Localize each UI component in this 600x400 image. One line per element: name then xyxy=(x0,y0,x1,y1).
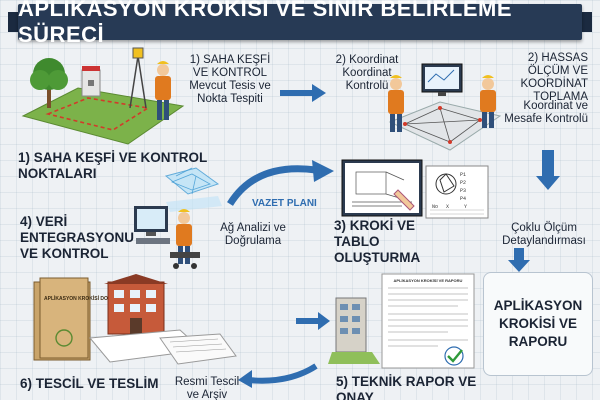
step6-title: 6) TESCİL VE TESLİM xyxy=(20,376,159,391)
arrow-icon xyxy=(536,150,560,190)
step1-note: 1) SAHA KEŞFİ VE KONTROL Mevcut Tesis ve… xyxy=(189,54,271,105)
step4-banner: VAZET PLANI xyxy=(252,198,317,209)
table-header-cell: X xyxy=(446,204,449,210)
multi-measure-note: Çoklu Ölçüm Detaylandırması xyxy=(502,222,586,247)
drafting-illustration: P1 P2 P3 P4 No X Y xyxy=(341,159,489,219)
point-label: P1 xyxy=(460,172,466,178)
arrow-icon xyxy=(238,363,318,388)
step5-title: 5) TEKNİK RAPOR VE ONAY xyxy=(336,374,477,400)
technical-report-illustration: APLİKASYON KROKİSİ VE RAPORU xyxy=(328,273,475,369)
arrow-icon xyxy=(508,248,530,272)
point-label: P3 xyxy=(460,188,466,194)
step2-title: 2) HASSAS ÖLÇÜM VE KOORDİNAT TOPLAMA xyxy=(520,52,588,103)
data-integration-illustration xyxy=(134,167,222,269)
arrow-icon xyxy=(296,312,330,330)
table-header-cell: No xyxy=(432,204,438,210)
point-label: P2 xyxy=(460,180,466,186)
folder-label: APLİKASYON KROKİSİ DOSYASI xyxy=(44,295,123,302)
step4-note: Ağ Analizi ve Doğrulama xyxy=(220,222,286,247)
point-label: P4 xyxy=(460,196,466,202)
arrow-icon xyxy=(280,84,326,102)
step4-title: 4) VERİ ENTEGRASYONU VE KONTROL xyxy=(20,214,135,261)
page-title: APLİKASYON KROKİSİ VE SINIR BELİRLEME SÜ… xyxy=(8,0,592,47)
precision-measurement-illustration xyxy=(388,63,502,151)
step2-note: Koordinat ve Mesafe Kontrolü xyxy=(504,100,588,125)
registry-delivery-illustration: APLİKASYON KROKİSİ DOSYASI xyxy=(33,274,237,365)
table-header-cell: Y xyxy=(464,204,467,210)
step6-note: Resmi Tescil ve Arşiv xyxy=(174,376,240,400)
document-title: APLİKASYON KROKİSİ VE RAPORU xyxy=(394,278,463,283)
step1-title: 1) SAHA KEŞFİ VE KONTROL NOKTALARI xyxy=(18,150,208,181)
field-survey-illustration xyxy=(21,47,185,145)
step2-side-note: 2) Koordinat Koordinat Kontrolü xyxy=(335,54,399,92)
arrow-icon xyxy=(227,160,334,206)
step3-title: 3) KROKİ VE TABLO OLUŞTURMA xyxy=(334,218,421,265)
result-box: APLİKASYON KROKİSİ VE RAPORU xyxy=(483,272,593,376)
